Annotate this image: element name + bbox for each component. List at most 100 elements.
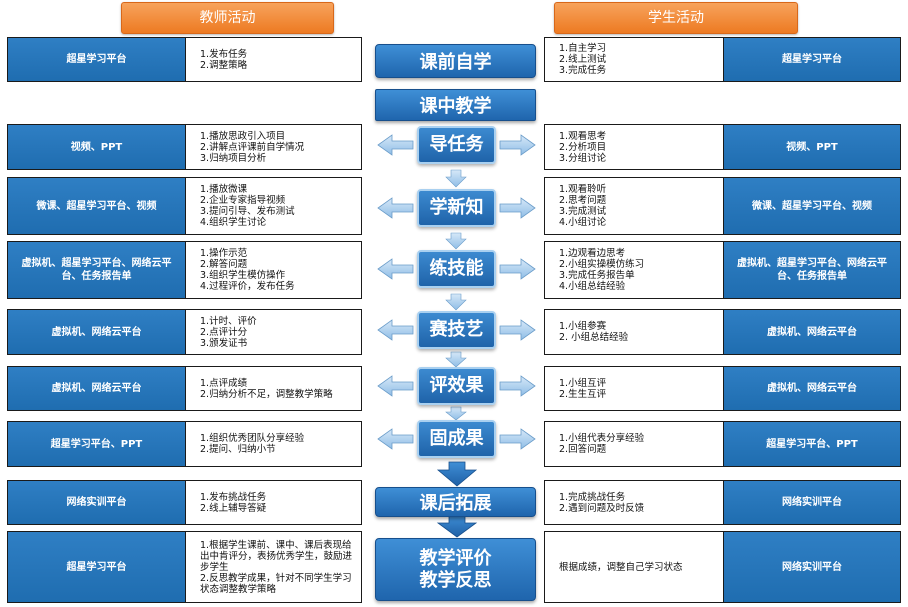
task-item: 2. 小组总结经验 <box>559 332 629 343</box>
task-item: 1.自主学习 <box>559 43 607 54</box>
task-item: 1.完成挑战任务 <box>559 491 626 503</box>
teacher-row: 超星学习平台 1.发布任务 2.调整策略 <box>7 37 362 82</box>
task-item: 3.组织学生模仿操作 <box>200 270 286 281</box>
teacher-tasks: 1.点评成绩 2.归纳分析不足，调整教学策略 <box>186 367 361 410</box>
stage-task-guide: 导任务 <box>417 126 496 164</box>
task-item: 1.组织优秀团队分享经验 <box>200 433 305 444</box>
task-item: 4.组织学生讨论 <box>200 217 267 228</box>
task-item: 1.小组互评 <box>559 377 607 389</box>
task-item: 2.遇到问题及时反馈 <box>559 502 645 514</box>
task-item: 2.线上测试 <box>559 54 607 65</box>
teacher-platform: 超星学习平台 <box>8 532 186 602</box>
student-tasks: 1.小组代表分享经验 2.回答问题 <box>545 422 723 466</box>
task-item: 1.观看聆听 <box>559 184 607 195</box>
task-item: 2.点评计分 <box>200 326 248 338</box>
student-platform: 虚拟机、网络云平台 <box>723 367 900 410</box>
student-row: 根据成绩，调整自己学习状态 网络实训平台 <box>544 531 901 603</box>
task-item: 1.小组代表分享经验 <box>559 433 645 444</box>
student-row: 1.观看思考 2.分析项目 3.分组讨论 视频、PPT <box>544 124 901 170</box>
task-item: 2.讲解点评课前自学情况 <box>200 141 305 153</box>
task-item: 2.线上辅导答疑 <box>200 502 267 514</box>
stage-practice-skills: 练技能 <box>417 250 496 288</box>
right-arrow-s2 <box>499 197 536 219</box>
student-row: 1.小组互评 2.生生互评 虚拟机、网络云平台 <box>544 366 901 411</box>
task-item: 2.企业专家指导视频 <box>200 195 286 206</box>
student-row: 1.观看聆听 2.思考问题 3.完成测试 4.小组讨论 微课、超星学习平台、视频 <box>544 177 901 235</box>
right-arrow-s6 <box>499 428 536 450</box>
teacher-tasks: 1.播放微课 2.企业专家指导视频 3.提问引导、发布测试 4.组织学生讨论 <box>186 178 361 234</box>
student-platform: 网络实训平台 <box>723 532 900 602</box>
teacher-platform: 虚拟机、网络云平台 <box>8 310 186 354</box>
teacher-platform: 虚拟机、超星学习平台、网络云平台、任务报告单 <box>8 242 186 298</box>
task-item: 3.完成任务 <box>559 65 607 76</box>
task-item: 2.小组实操模仿练习 <box>559 259 645 270</box>
student-platform: 视频、PPT <box>723 125 900 169</box>
teacher-row: 视频、PPT 1.播放思政引入项目 2.讲解点评课前自学情况 3.归纳项目分析 <box>7 124 362 170</box>
task-item: 3.提问引导、发布测试 <box>200 206 295 217</box>
task-item: 1.播放思政引入项目 <box>200 130 286 142</box>
task-item: 1.根据学生课前、课中、课后表现给出中肯评分，表扬优秀学生，鼓励进步学生 <box>200 539 353 573</box>
down-arrow-bold-1 <box>436 461 478 487</box>
task-item: 3.完成测试 <box>559 206 607 217</box>
stage-learn-knowledge: 学新知 <box>417 189 496 227</box>
teacher-tasks: 1.操作示范 2.解答问题 3.组织学生模仿操作 4.过程评价，发布任务 <box>186 242 361 298</box>
stage-compete: 赛技艺 <box>417 311 496 349</box>
teacher-platform: 超星学习平台 <box>8 38 186 81</box>
teacher-row: 虚拟机、网络云平台 1.计时、评价 2.点评计分 3.颁发证书 <box>7 309 362 355</box>
task-item: 1.点评成绩 <box>200 377 248 389</box>
task-item: 2.回答问题 <box>559 444 607 455</box>
teacher-row: 虚拟机、超星学习平台、网络云平台、任务报告单 1.操作示范 2.解答问题 3.组… <box>7 241 362 299</box>
left-arrow-s2 <box>377 197 414 219</box>
task-item: 1.发布挑战任务 <box>200 491 267 503</box>
teacher-row: 微课、超星学习平台、视频 1.播放微课 2.企业专家指导视频 3.提问引导、发布… <box>7 177 362 235</box>
stage-evaluation-reflection: 教学评价 教学反思 <box>375 538 536 601</box>
student-tasks: 1.自主学习 2.线上测试 3.完成任务 <box>545 38 723 81</box>
student-row: 1.边观看边思考 2.小组实操模仿练习 3.完成任务报告单 4.小组总结经验 虚… <box>544 241 901 299</box>
task-item: 3.归纳项目分析 <box>200 152 267 164</box>
task-item: 3.分组讨论 <box>559 152 607 164</box>
stage-in-class: 课中教学 <box>375 89 536 121</box>
teacher-tasks: 1.播放思政引入项目 2.讲解点评课前自学情况 3.归纳项目分析 <box>186 125 361 169</box>
task-item: 1.小组参赛 <box>559 321 607 332</box>
student-tasks: 根据成绩，调整自己学习状态 <box>545 532 723 602</box>
teacher-platform: 视频、PPT <box>8 125 186 169</box>
student-tasks: 1.边观看边思考 2.小组实操模仿练习 3.完成任务报告单 4.小组总结经验 <box>545 242 723 298</box>
teacher-row: 超星学习平台 1.根据学生课前、课中、课后表现给出中肯评分，表扬优秀学生，鼓励进… <box>7 531 362 603</box>
teacher-platform: 虚拟机、网络云平台 <box>8 367 186 410</box>
student-platform: 网络实训平台 <box>723 481 900 524</box>
student-row: 1.小组参赛 2. 小组总结经验 虚拟机、网络云平台 <box>544 309 901 355</box>
teacher-tasks: 1.发布任务 2.调整策略 <box>186 38 361 81</box>
student-platform: 微课、超星学习平台、视频 <box>723 178 900 234</box>
stage-reflection-line: 教学反思 <box>419 569 492 591</box>
task-item: 1.播放微课 <box>200 184 248 195</box>
task-item: 2.提问、归纳小节 <box>200 444 276 455</box>
task-item: 3.完成任务报告单 <box>559 270 635 281</box>
left-arrow-s1 <box>377 134 414 156</box>
teacher-tasks: 1.计时、评价 2.点评计分 3.颁发证书 <box>186 310 361 354</box>
left-arrow-s3 <box>377 258 414 280</box>
right-arrow-s5 <box>499 375 536 397</box>
task-item: 4.小组讨论 <box>559 217 607 228</box>
right-arrow-s4 <box>499 319 536 341</box>
task-item: 2.反思教学成果，针对不同学生学习状态调整教学策略 <box>200 572 352 595</box>
task-item: 1.边观看边思考 <box>559 248 626 259</box>
down-arrow-bold-2 <box>436 514 478 538</box>
teacher-row: 网络实训平台 1.发布挑战任务 2.线上辅导答疑 <box>7 480 362 525</box>
task-item: 3.颁发证书 <box>200 337 248 349</box>
down-arrow-3 <box>445 293 467 311</box>
teacher-tasks: 1.根据学生课前、课中、课后表现给出中肯评分，表扬优秀学生，鼓励进步学生 2.反… <box>186 532 361 602</box>
student-platform: 超星学习平台、PPT <box>723 422 900 466</box>
student-activity-header: 学生活动 <box>554 2 798 34</box>
student-row: 1.自主学习 2.线上测试 3.完成任务 超星学习平台 <box>544 37 901 82</box>
left-arrow-s4 <box>377 319 414 341</box>
task-item: 2.分析项目 <box>559 141 607 153</box>
stage-consolidate: 固成果 <box>417 420 496 458</box>
task-item: 4.过程评价，发布任务 <box>200 281 295 292</box>
down-arrow-5 <box>445 406 467 421</box>
student-tasks: 1.小组参赛 2. 小组总结经验 <box>545 310 723 354</box>
down-arrow-1 <box>445 169 467 188</box>
task-item: 1.观看思考 <box>559 130 607 142</box>
student-tasks: 1.观看聆听 2.思考问题 3.完成测试 4.小组讨论 <box>545 178 723 234</box>
student-platform: 虚拟机、超星学习平台、网络云平台、任务报告单 <box>723 242 900 298</box>
student-platform: 超星学习平台 <box>723 38 900 81</box>
